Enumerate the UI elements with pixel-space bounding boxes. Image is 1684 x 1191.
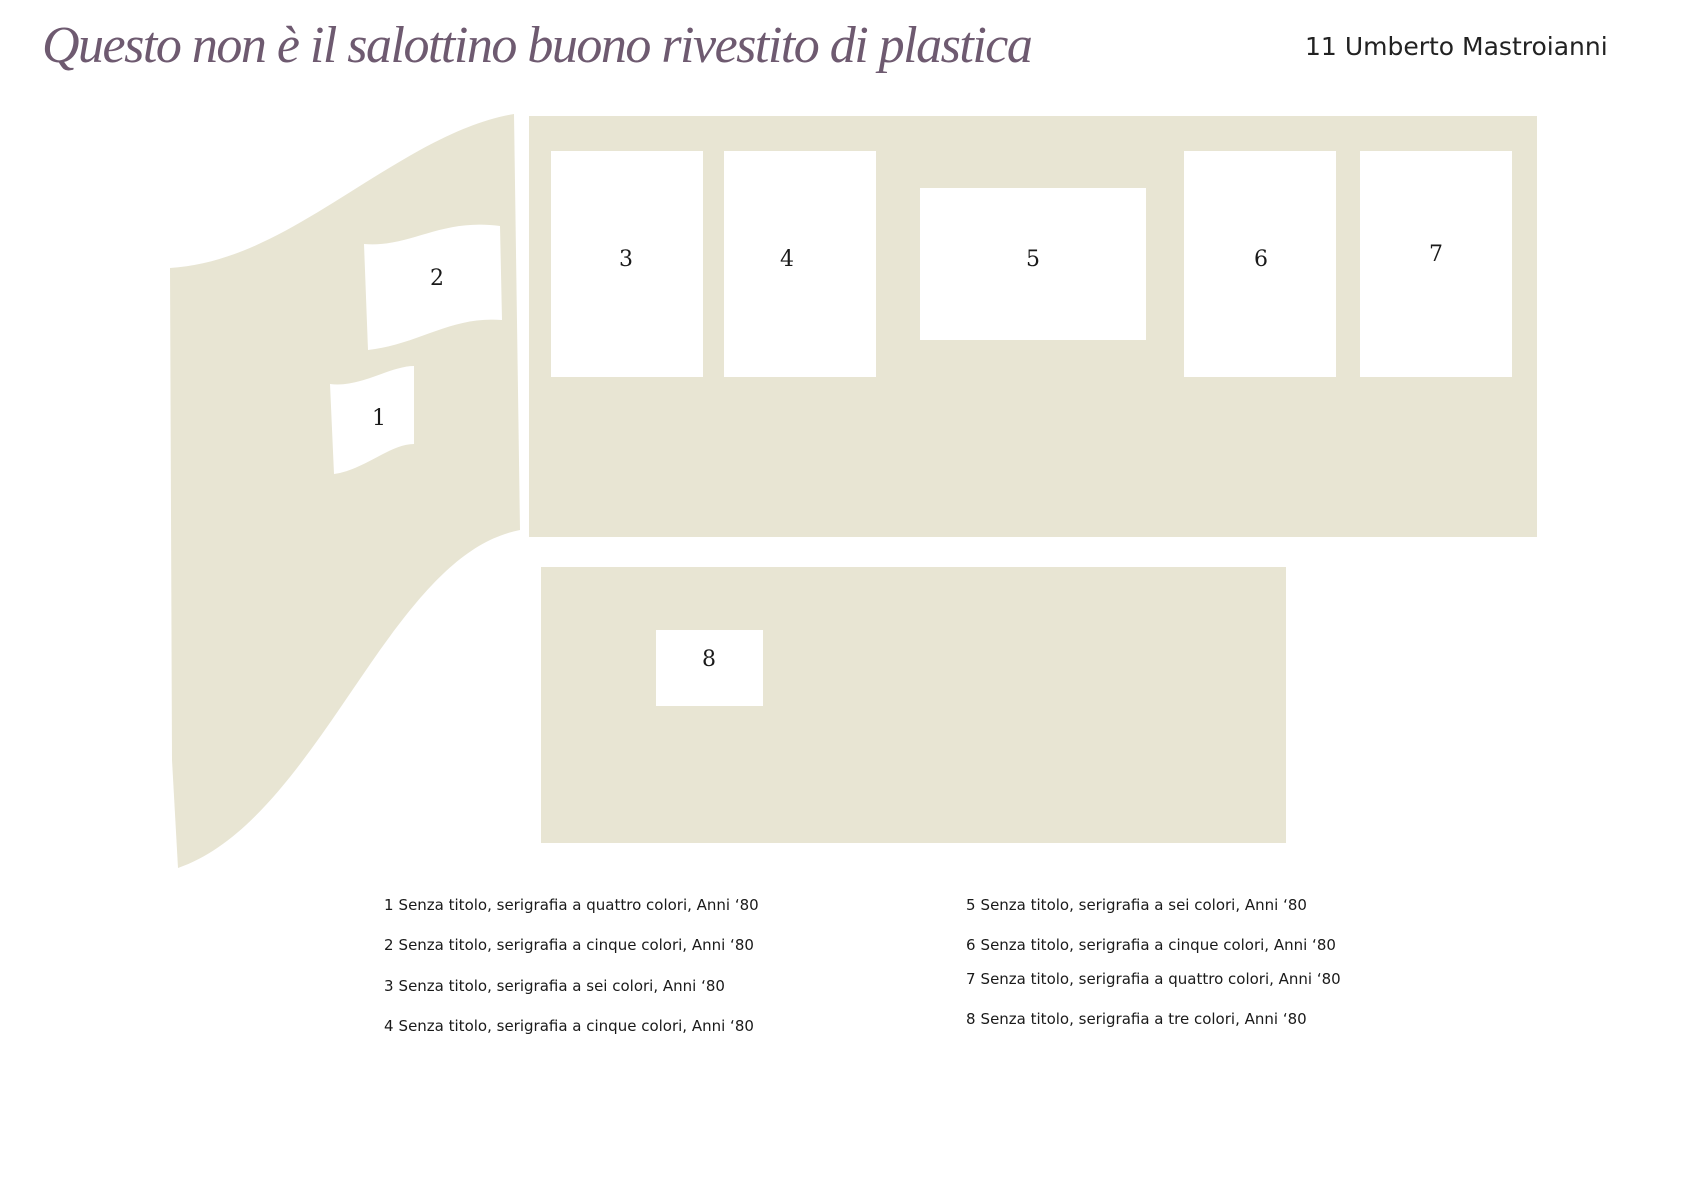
caption-3-number: 3 (384, 977, 394, 995)
artwork-5 (920, 188, 1146, 340)
artwork-6-number: 6 (1254, 247, 1268, 272)
caption-2-text: Senza titolo, serigrafia a cinque colori… (398, 936, 754, 954)
artwork-1-number: 1 (372, 406, 386, 431)
caption-4-number: 4 (384, 1017, 394, 1035)
artwork-3-number: 3 (619, 247, 633, 272)
artwork-4 (724, 151, 876, 377)
caption-6-number: 6 (966, 936, 976, 954)
artwork-8 (656, 630, 763, 706)
artwork-1 (330, 366, 414, 474)
caption-2-number: 2 (384, 936, 394, 954)
caption-7-number: 7 (966, 970, 976, 988)
caption-1-number: 1 (384, 896, 394, 914)
caption-8-number: 8 (966, 1010, 976, 1028)
artwork-2 (364, 224, 502, 350)
caption-6-text: Senza titolo, serigrafia a cinque colori… (980, 936, 1336, 954)
artwork-4-number: 4 (780, 247, 794, 272)
artwork-3 (551, 151, 703, 377)
artwork-7-number: 7 (1429, 242, 1443, 267)
artwork-2-number: 2 (430, 266, 444, 291)
caption-4-text: Senza titolo, serigrafia a cinque colori… (398, 1017, 754, 1035)
caption-1-text: Senza titolo, serigrafia a quattro color… (398, 896, 759, 914)
caption-7-text: Senza titolo, serigrafia a quattro color… (980, 970, 1341, 988)
artwork-6 (1184, 151, 1336, 377)
artist-name: Umberto Mastroianni (1344, 32, 1608, 61)
section-number: 11 (1305, 32, 1337, 61)
artwork-8-number: 8 (702, 647, 716, 672)
caption-3-text: Senza titolo, serigrafia a sei colori, A… (398, 977, 725, 995)
caption-8-text: Senza titolo, serigrafia a tre colori, A… (980, 1010, 1307, 1028)
artwork-5-number: 5 (1026, 247, 1040, 272)
artwork-7 (1360, 151, 1512, 377)
caption-5-text: Senza titolo, serigrafia a sei colori, A… (980, 896, 1307, 914)
page-title: Questo non è il salottino buono rivestit… (42, 17, 1033, 74)
caption-5-number: 5 (966, 896, 976, 914)
wall-lower (541, 567, 1286, 843)
